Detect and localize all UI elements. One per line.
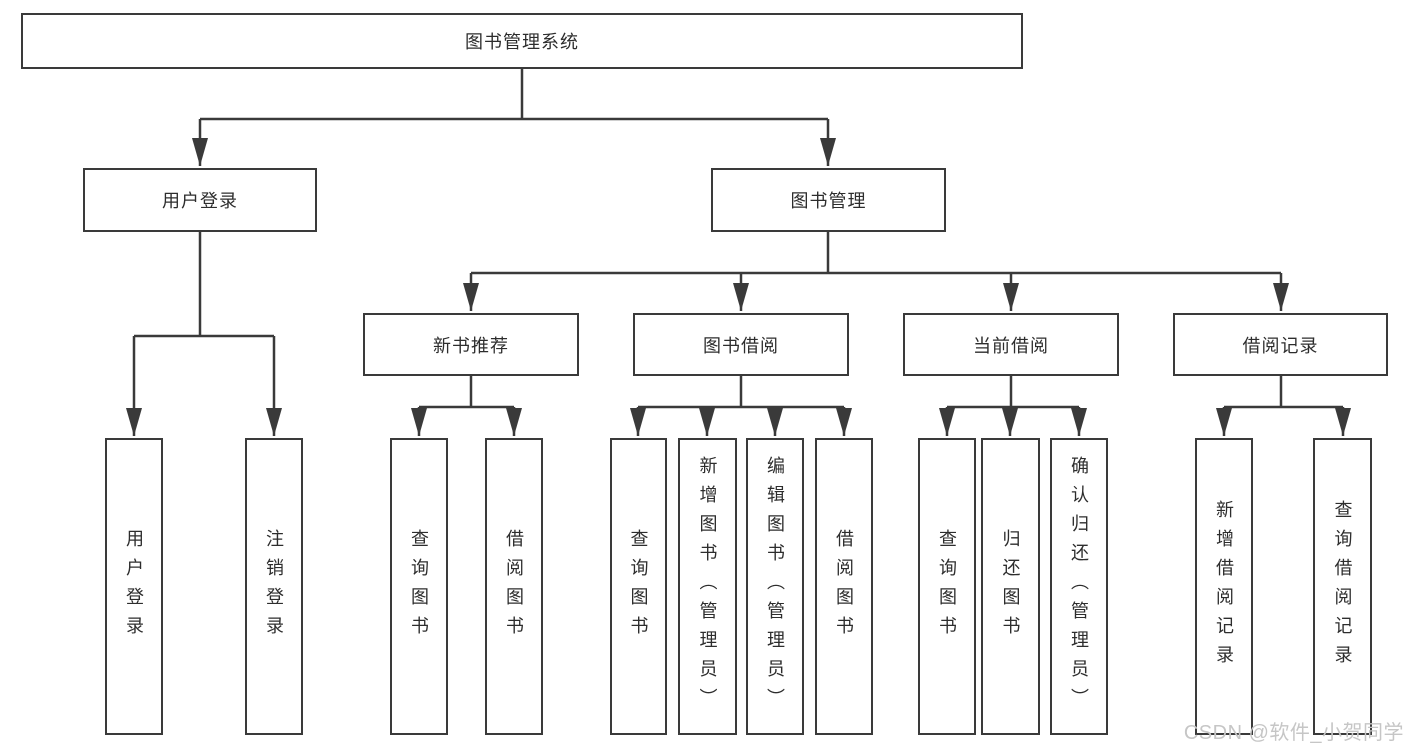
node-bb-query-book: 查询图书 [610,438,667,735]
node-cb-query-book-label: 查询图书 [937,528,957,645]
connector-arrows [126,119,1351,436]
node-logout-login: 注销登录 [245,438,303,735]
node-user-login: 用户登录 [105,438,163,735]
node-user-login-group: 用户登录 [83,168,317,232]
node-rec-query-book: 查询图书 [390,438,448,735]
node-rec-borrow-book-label: 借阅图书 [504,528,524,645]
node-book-borrow-label: 图书借阅 [703,335,779,356]
node-rec-borrow-book: 借阅图书 [485,438,543,735]
node-current-borrow-label: 当前借阅 [973,335,1049,356]
node-cb-confirm-return-label: 确认归还（管理员） [1069,456,1089,717]
node-borrow-record-label: 借阅记录 [1242,335,1319,356]
node-br-add-record: 新增借阅记录 [1195,438,1253,735]
node-cb-return-book-label: 归还图书 [1000,528,1021,645]
node-bb-add-book: 新增图书（管理员） [678,438,737,735]
node-root: 图书管理系统 [21,13,1023,69]
node-book-management-label: 图书管理 [790,191,867,211]
node-cb-query-book: 查询图书 [918,438,976,735]
node-bb-add-book-label: 新增图书（管理员） [697,456,718,717]
node-br-add-record-label: 新增借阅记录 [1214,499,1234,674]
node-user-login-group-label: 用户登录 [162,191,238,211]
node-user-login-label: 用户登录 [124,528,144,645]
node-book-borrow: 图书借阅 [633,313,849,376]
node-book-management: 图书管理 [711,168,946,232]
node-bb-edit-book: 编辑图书（管理员） [746,438,804,735]
node-root-label: 图书管理系统 [465,32,579,52]
node-borrow-record: 借阅记录 [1173,313,1388,376]
node-bb-borrow-book-label: 借阅图书 [834,528,854,645]
node-cb-return-book: 归还图书 [981,438,1040,735]
node-br-query-record-label: 查询借阅记录 [1332,499,1353,674]
node-new-book-recommend: 新书推荐 [363,313,579,376]
node-cb-confirm-return: 确认归还（管理员） [1050,438,1108,735]
node-logout-login-label: 注销登录 [264,528,284,645]
node-rec-query-book-label: 查询图书 [409,528,429,645]
csdn-watermark: CSDN @软件_小贺同学 [1183,722,1404,744]
node-bb-borrow-book: 借阅图书 [815,438,873,735]
node-br-query-record: 查询借阅记录 [1313,438,1372,735]
node-current-borrow: 当前借阅 [903,313,1119,376]
node-bb-edit-book-label: 编辑图书（管理员） [765,456,785,717]
node-bb-query-book-label: 查询图书 [628,528,649,645]
node-new-book-recommend-label: 新书推荐 [433,335,509,356]
